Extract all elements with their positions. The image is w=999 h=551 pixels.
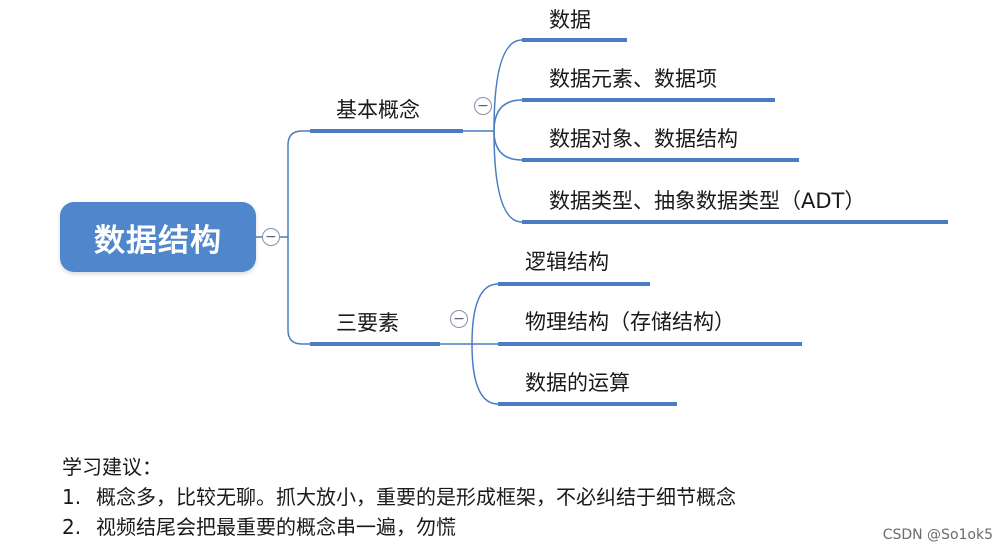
connector-b1-c4 [493, 130, 523, 223]
leaf-label[interactable]: 物理结构（存储结构） [525, 310, 735, 334]
root-node[interactable]: 数据结构 [60, 202, 256, 272]
leaf-underline [498, 282, 650, 286]
leaf-underline [522, 158, 799, 162]
branch-2-collapse-toggle[interactable]: − [450, 310, 468, 328]
watermark: CSDN @So1ok5 [882, 527, 993, 543]
note-number: 2. [62, 515, 82, 539]
note-item: 2. 视频结尾会把最重要的概念串一遍，勿慌 [62, 512, 736, 542]
branch-1-collapse-toggle[interactable]: − [474, 97, 492, 115]
leaf-underline [498, 402, 677, 406]
leaf-label[interactable]: 数据类型、抽象数据类型（ADT） [549, 189, 866, 213]
note-text: 视频结尾会把最重要的概念串一遍，勿慌 [96, 515, 456, 539]
branch-underline [310, 342, 440, 346]
leaf-label[interactable]: 数据 [549, 8, 591, 32]
leaf-underline [522, 220, 948, 224]
leaf-underline [498, 342, 802, 346]
leaf-label[interactable]: 数据对象、数据结构 [549, 127, 738, 151]
note-item: 1. 概念多，比较无聊。抓大放小，重要的是形成框架，不必纠结于细节概念 [62, 482, 736, 512]
leaf-label[interactable]: 数据元素、数据项 [549, 67, 717, 91]
leaf-underline [522, 98, 775, 102]
leaf-label[interactable]: 数据的运算 [525, 371, 630, 395]
notes-heading: 学习建议： [62, 455, 162, 479]
note-number: 1. [62, 485, 82, 509]
study-notes: 学习建议： 1. 概念多，比较无聊。抓大放小，重要的是形成框架，不必纠结于细节概念… [62, 452, 736, 542]
branch-underline [310, 129, 463, 133]
connector-b1-c3 [493, 130, 523, 161]
connector-root-branch-1 [256, 130, 310, 238]
branch-label[interactable]: 三要素 [336, 311, 399, 335]
leaf-underline [522, 38, 627, 42]
branch-label[interactable]: 基本概念 [336, 98, 420, 122]
note-text: 概念多，比较无聊。抓大放小，重要的是形成框架，不必纠结于细节概念 [96, 485, 736, 509]
connector-b2-c3 [471, 343, 499, 405]
connector-b1-c1 [463, 39, 523, 132]
connector-root-branch-2 [287, 237, 310, 345]
leaf-label[interactable]: 逻辑结构 [525, 250, 609, 274]
connector-b1-c2 [493, 99, 523, 132]
connector-b2-c1 [440, 283, 499, 345]
root-collapse-toggle[interactable]: − [262, 228, 280, 246]
